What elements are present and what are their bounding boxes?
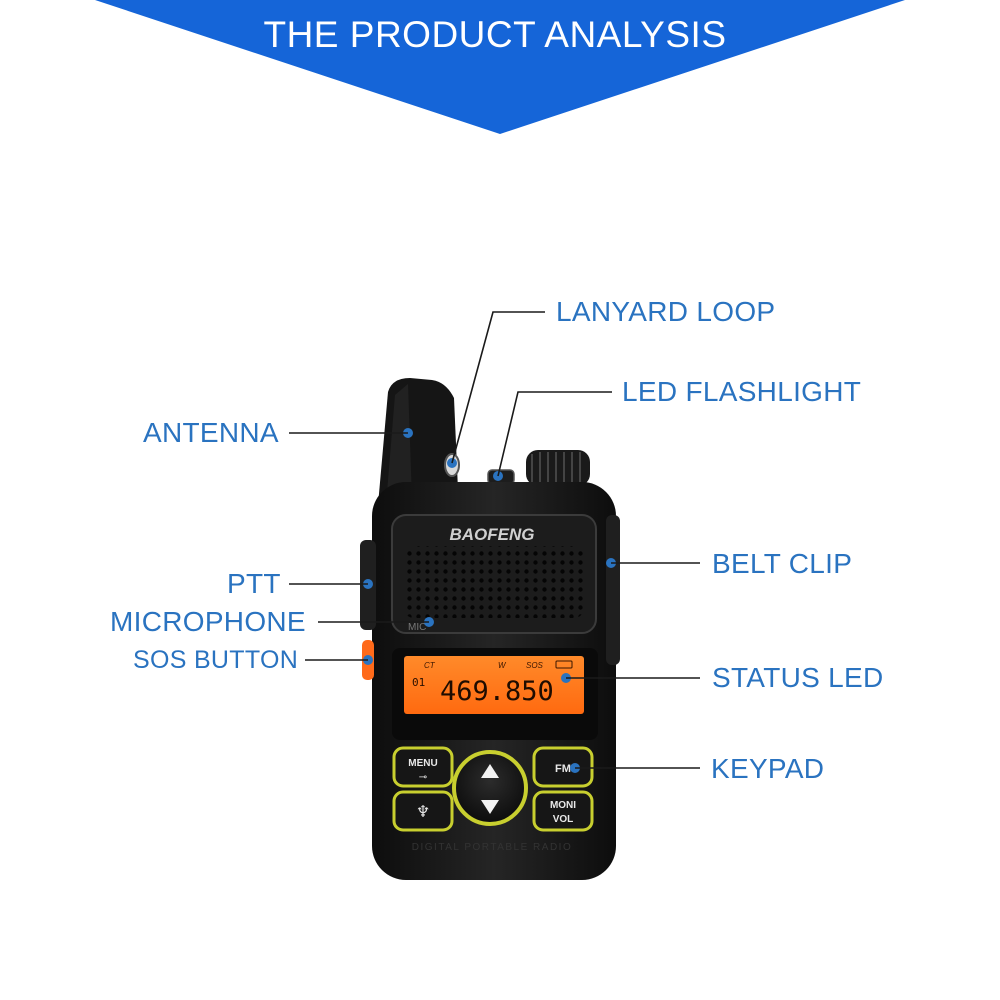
key-icon: ⊸: [419, 772, 427, 783]
menu-key: [392, 746, 454, 788]
flashlight-key-icon: ♆: [416, 802, 430, 821]
fm-key: [532, 746, 594, 788]
up-arrow-icon: [481, 764, 499, 778]
page-title: THE PRODUCT ANALYSIS: [263, 14, 727, 55]
moni-key-label: MONI: [550, 800, 576, 811]
battery-icon: [555, 660, 573, 669]
lcd-frequency: 469.850: [440, 676, 554, 707]
menu-key-label: MENU: [408, 758, 437, 769]
vol-key-label: VOL: [553, 814, 574, 825]
header-banner: [0, 0, 1000, 134]
lcd-indicator-ct: CT: [424, 661, 436, 670]
label-led-flashlight: LED FLASHLIGHT: [622, 376, 862, 407]
label-belt-clip: BELT CLIP: [712, 548, 853, 579]
lcd-screen: [404, 656, 584, 714]
lcd-indicator-sos: SOS: [526, 661, 544, 670]
volume-knob: [526, 450, 590, 486]
label-microphone: MICROPHONE: [110, 606, 306, 637]
brand-logo: BAOFENG: [450, 525, 535, 544]
leader-lanyard: [451, 311, 545, 464]
lcd-indicator-w: W: [498, 661, 507, 670]
label-lanyard-loop: LANYARD LOOP: [556, 296, 776, 327]
label-antenna: ANTENNA: [143, 417, 279, 448]
leader-flashlight: [497, 391, 612, 477]
footer-label: DIGITAL PORTABLE RADIO: [412, 842, 572, 853]
label-ptt: PTT: [227, 568, 281, 599]
down-arrow-icon: [481, 800, 499, 814]
label-keypad: KEYPAD: [711, 753, 825, 784]
speaker-grille: [404, 546, 584, 618]
belt-clip: [606, 515, 620, 665]
lcd-channel: 01: [412, 676, 425, 689]
moni-vol-key: [532, 790, 594, 832]
fm-key-label: FM: [555, 763, 571, 775]
keypad[interactable]: MENU ⊸ ♆ FM MONI VOL: [392, 746, 594, 832]
label-status-led: STATUS LED: [712, 662, 884, 693]
dpad: [452, 750, 528, 826]
flashlight-key: [392, 790, 454, 832]
mic-label: MIC: [408, 622, 426, 633]
label-sos-button: SOS BUTTON: [133, 646, 299, 674]
